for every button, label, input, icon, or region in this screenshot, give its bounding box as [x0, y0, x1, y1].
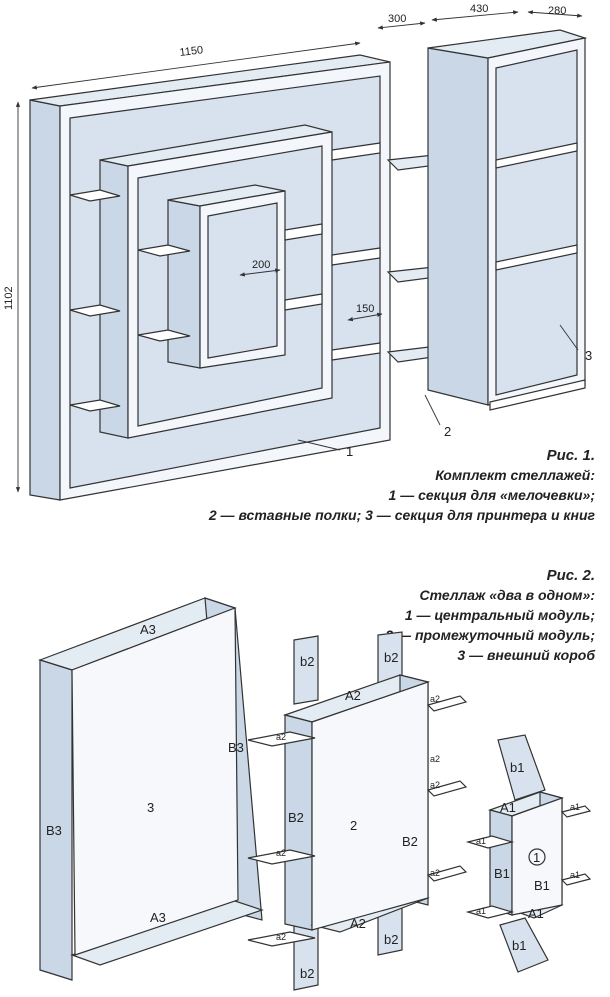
middle-shelf-label-2: a2: [276, 848, 286, 858]
figure-1-title: Рис. 1.: [547, 447, 595, 464]
section-3-shelves: [489, 142, 586, 411]
inner-frame-side: [99, 159, 129, 439]
middle-top-label: A2: [345, 688, 361, 703]
central-number-circle: [528, 848, 546, 866]
section-3-opening: [495, 49, 578, 396]
middle-module-2: [247, 631, 468, 991]
outer-box-left-b3: [39, 659, 73, 981]
middle-upright-label-3: b2: [300, 966, 314, 981]
figure-2-caption-line-1: Стеллаж «два в одном»:: [420, 587, 596, 603]
middle-shelf-label-7: a2: [430, 754, 440, 764]
dim-shelf-depth: 150: [356, 303, 374, 315]
central-number: 1: [533, 850, 540, 865]
callout-1: 1: [346, 444, 353, 459]
outer-number: 3: [147, 800, 154, 815]
central-shelf-label-4: a1: [570, 870, 580, 880]
central-right-label: B1: [534, 878, 550, 893]
central-upright-b1-top: [497, 734, 546, 801]
dim-width-total: 1150: [179, 44, 204, 59]
outer-box-back: [71, 607, 239, 956]
middle-shelf-label-5: a2: [430, 780, 440, 790]
middle-number: 2: [350, 818, 357, 833]
outer-bottom-label: A3: [150, 910, 166, 925]
middle-upright-label-4: b2: [384, 932, 398, 947]
middle-shelf-label-3: a2: [276, 932, 286, 942]
dim-height: 1102: [3, 286, 15, 310]
middle-shelf-label-4: a2: [430, 694, 440, 704]
middle-right-label: B2: [402, 834, 418, 849]
central-shelf-label-2: a1: [476, 906, 486, 916]
inner-box-side: [167, 199, 201, 369]
middle-left-label: B2: [288, 810, 304, 825]
dim-gap-insert: 300: [388, 13, 406, 25]
middle-back: [311, 681, 429, 931]
dim-inner-depth: 200: [252, 259, 270, 271]
figure-2-caption-line-3: 2 — промежуточный модуль;: [384, 627, 595, 643]
central-bottom-label: A1: [528, 906, 544, 921]
outer-right-label: B3: [228, 740, 244, 755]
dim-section3-width: 430: [470, 3, 488, 15]
callout-2: 2: [444, 424, 451, 439]
figure-2-caption-line-4: 3 — внешний короб: [457, 647, 595, 663]
central-shelves: [465, 805, 592, 919]
central-upright-b1-bottom: [499, 917, 549, 973]
figure-1-dimensions: [15, 10, 583, 493]
middle-shelf-label-6: a2: [430, 868, 440, 878]
section-3-side: [427, 47, 489, 406]
middle-shelf-label-1: a2: [276, 732, 286, 742]
inner-box-opening: [207, 202, 278, 359]
figure-1-drawing: [29, 29, 588, 501]
central-left-label: B1: [494, 866, 510, 881]
central-upright-label-1: b1: [510, 760, 524, 775]
figure-1-caption-line-3: 2 — вставные полки; 3 — секция для принт…: [208, 507, 596, 523]
central-upright-label-2: b1: [512, 938, 526, 953]
callout-3: 3: [585, 348, 592, 363]
outer-top-label: A3: [140, 622, 156, 637]
central-shelf-label-1: a1: [476, 836, 486, 846]
central-top-label: A1: [500, 800, 516, 815]
figure-1-caption-line-1: Комплект стеллажей:: [435, 467, 595, 483]
figure-1-caption-line-2: 1 — секция для «мелочевки»;: [389, 487, 595, 503]
middle-upright-b2-tl: [293, 635, 319, 705]
middle-bottom-label: A2: [350, 916, 366, 931]
central-back: [511, 797, 563, 916]
figure-2-caption-line-2: 1 — центральный модуль;: [405, 607, 595, 623]
section-1-side: [29, 99, 61, 501]
central-module-1: [465, 734, 592, 973]
dim-section3-depth: 280: [548, 5, 566, 17]
outer-left-label: B3: [46, 823, 62, 838]
middle-upright-label-2: b2: [384, 650, 398, 665]
figure-2-title: Рис. 2.: [547, 567, 595, 584]
middle-shelves: [247, 695, 468, 947]
middle-upright-label-1: b2: [300, 654, 314, 669]
section-1-shelves: [69, 142, 381, 412]
central-shelf-label-3: a1: [570, 802, 580, 812]
central-left-b1: [489, 809, 513, 916]
outer-box-3: [38, 597, 264, 981]
